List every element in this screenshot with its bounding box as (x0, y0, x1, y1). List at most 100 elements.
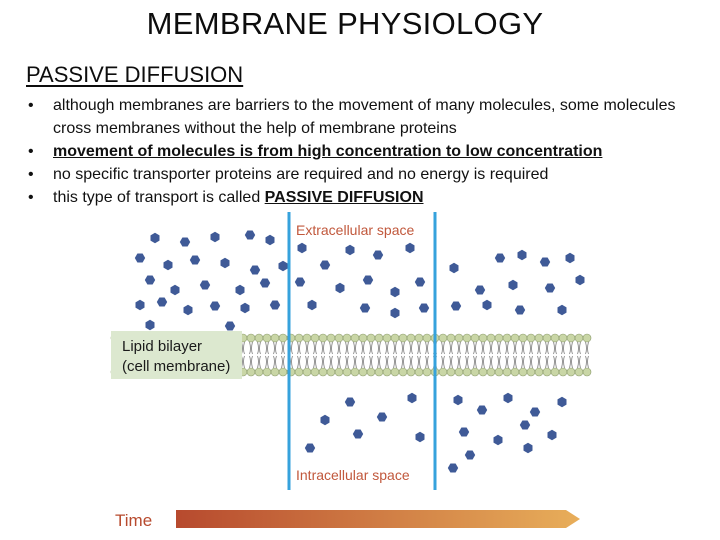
molecule (565, 252, 575, 264)
molecule (476, 405, 488, 415)
lipid-tail (545, 355, 549, 369)
lipid-tail (489, 355, 493, 369)
molecule (362, 275, 374, 285)
lipid-head (486, 333, 496, 343)
molecule (209, 301, 221, 311)
lipid-head (502, 367, 512, 377)
lipid-head (398, 333, 408, 343)
molecule (335, 282, 345, 294)
lipid-tail (497, 355, 501, 369)
lipid-tail (305, 341, 309, 355)
lipid-tail (297, 341, 301, 355)
lipid-tail (265, 355, 269, 369)
lipid-tail (465, 341, 469, 355)
molecule (269, 300, 281, 310)
molecule (519, 420, 531, 430)
lipid-head (414, 367, 424, 377)
molecule (458, 427, 470, 437)
bullet-text: this type of transport is called (53, 189, 265, 206)
lipid-head (326, 367, 336, 377)
lipid-head (366, 333, 376, 343)
lipid-head (310, 333, 320, 343)
time-label: Time (115, 511, 152, 530)
lipid-head (294, 367, 304, 377)
bullet-list: although membranes are barriers to the m… (28, 94, 698, 209)
lipid-head (406, 333, 416, 343)
molecule (150, 232, 160, 244)
lipid-tail (441, 355, 445, 369)
molecule (199, 280, 211, 290)
lipid-head (510, 333, 520, 343)
lipid-tail (449, 341, 453, 355)
lipid-head (254, 367, 264, 377)
lipid-head (582, 367, 592, 377)
lipid-head (406, 367, 416, 377)
lipid-head (574, 333, 584, 343)
lipid-head (382, 367, 392, 377)
lipid-head (374, 333, 384, 343)
lipid-head (390, 367, 400, 377)
molecule (372, 250, 384, 260)
lipid-tail (425, 355, 429, 369)
molecule (359, 303, 371, 313)
lipid-head (278, 367, 288, 377)
molecule (508, 279, 518, 291)
lipid-head (542, 367, 552, 377)
lipid-tail (313, 355, 317, 369)
molecule (414, 277, 426, 287)
molecule (503, 392, 513, 404)
lipid-tail (281, 341, 285, 355)
lipid-tail (553, 341, 557, 355)
bullet-text: no specific transporter proteins are req… (53, 166, 549, 183)
lipid-tail (481, 341, 485, 355)
molecule (320, 414, 330, 426)
lipid-tail (401, 341, 405, 355)
lipid-head (270, 367, 280, 377)
lipid-head (446, 367, 456, 377)
lipid-tail (393, 341, 397, 355)
lipid-tail (441, 341, 445, 355)
bullet-item: movement of molecules is from high conce… (28, 140, 698, 163)
lipid-head (422, 367, 432, 377)
lipid-tail (513, 341, 517, 355)
lipid-head (526, 333, 536, 343)
molecule (145, 319, 155, 331)
lipid-head (486, 367, 496, 377)
lipid-tail (481, 355, 485, 369)
lipid-tail (257, 341, 261, 355)
molecule (557, 396, 567, 408)
lipid-tail (321, 355, 325, 369)
lipid-tail (529, 355, 533, 369)
lipid-tail (489, 341, 493, 355)
molecule (189, 255, 201, 265)
lipid-head (278, 333, 288, 343)
lipid-head (294, 333, 304, 343)
lipid-head (358, 333, 368, 343)
lipid-head (558, 367, 568, 377)
molecule (450, 301, 462, 311)
molecule (183, 304, 193, 316)
lipid-tail (329, 355, 333, 369)
lipid-head (574, 367, 584, 377)
lipid-head (302, 333, 312, 343)
lipid-tail (545, 341, 549, 355)
molecule (294, 277, 306, 287)
lipid-tail (529, 341, 533, 355)
lipid-head (550, 367, 560, 377)
lipid-head (246, 367, 256, 377)
slide-subtitle: PASSIVE DIFFUSION (26, 62, 244, 87)
molecule (517, 249, 527, 261)
lipid-head (318, 367, 328, 377)
molecule (163, 259, 173, 271)
lipid-tail (385, 355, 389, 369)
molecule (307, 299, 317, 311)
molecule (224, 321, 236, 331)
time-arrow (176, 510, 580, 528)
lipid-tail (369, 341, 373, 355)
lipid-head (262, 333, 272, 343)
lipid-head (318, 333, 328, 343)
molecule (249, 265, 261, 275)
lipid-head (350, 333, 360, 343)
molecule (134, 253, 146, 263)
molecule (265, 234, 275, 246)
